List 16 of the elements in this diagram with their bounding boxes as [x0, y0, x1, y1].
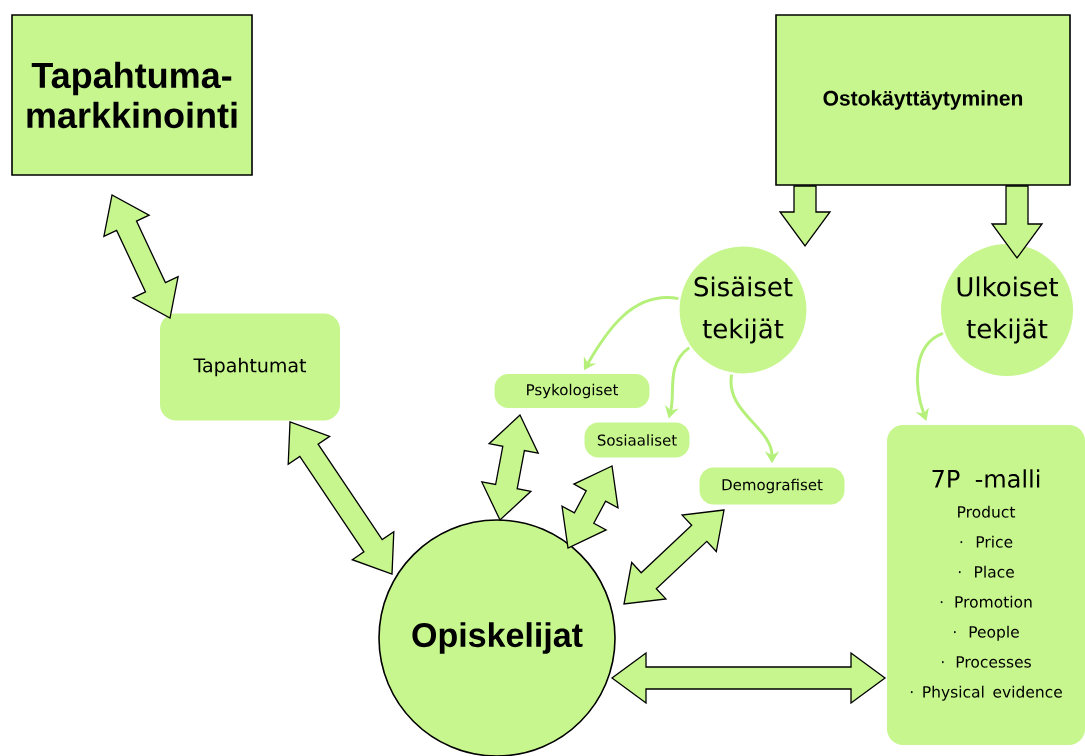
block-arrow [778, 185, 832, 248]
pill-box: Psykologiset [494, 374, 650, 408]
double-arrow [623, 509, 725, 605]
circle-node: Opiskelijat [378, 519, 616, 756]
block-arrow [990, 185, 1044, 260]
title-box: Tapahtuma- markkinointi [11, 14, 253, 176]
heading-box: Ostokäyttäytyminen [775, 14, 1071, 186]
list-box: 7P -malli Product · Price · Place · Promotion · People · Processes · Physical evidence [887, 425, 1085, 745]
pill-box: Demografiset [699, 467, 845, 505]
circle-node: Sisäiset tekijät [679, 246, 807, 374]
double-arrow [561, 465, 619, 549]
pill-box: Sosiaaliset [584, 422, 690, 458]
rounded-box: Tapahtumat [160, 313, 340, 421]
circle-node: Ulkoiset tekijät [941, 244, 1074, 377]
double-arrow [103, 194, 179, 319]
double-arrow [287, 421, 395, 575]
